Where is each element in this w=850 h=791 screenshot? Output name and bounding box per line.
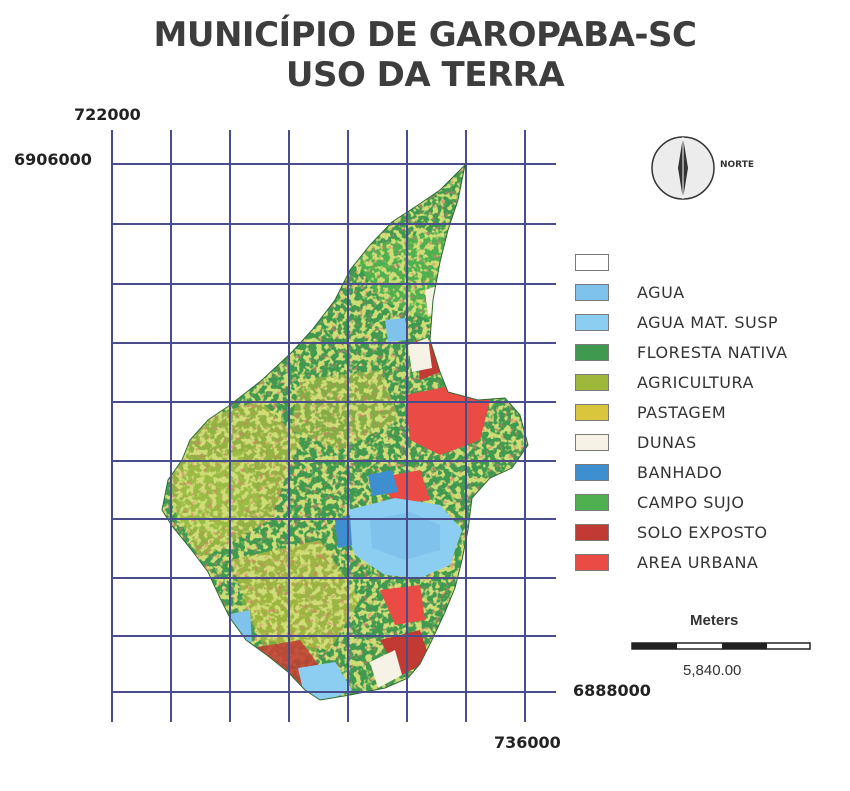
legend-swatch: [575, 404, 609, 421]
land-cover-layer: [162, 165, 528, 700]
bottom-northing-label: 6888000: [573, 681, 651, 700]
scale-bar-icon: [631, 642, 811, 650]
legend-swatch: [575, 434, 609, 451]
legend-label: CAMPO SUJO: [637, 493, 745, 512]
municipality-boundary: [161, 163, 529, 701]
legend-swatch: [575, 554, 609, 571]
legend-swatch: [575, 284, 609, 301]
legend-label: AREA URBANA: [637, 553, 759, 572]
top-easting-label: 722000: [74, 105, 141, 124]
legend-label: AGUA: [637, 283, 685, 302]
legend-label: BANHADO: [637, 463, 723, 482]
legend-label: DUNAS: [637, 433, 697, 452]
legend-swatch: [575, 524, 609, 541]
legend-label: PASTAGEM: [637, 403, 727, 422]
legend-label: AGRICULTURA: [637, 373, 754, 392]
top-northing-label: 6906000: [14, 150, 92, 169]
coordinate-grid: [111, 130, 556, 722]
legend-swatch: [575, 344, 609, 361]
legend-swatch: [575, 314, 609, 331]
legend-swatch: [575, 494, 609, 511]
scale-unit-label: Meters: [690, 612, 739, 629]
map-title-line2: USO DA TERRA: [285, 55, 565, 95]
bottom-easting-label: 736000: [494, 733, 561, 752]
north-label: NORTE: [720, 160, 754, 170]
north-arrow-icon: [651, 136, 715, 200]
legend-label: AGUA MAT. SUSP: [637, 313, 779, 332]
legend-label: SOLO EXPOSTO: [637, 523, 768, 542]
map-title-line1: MUNICÍPIO DE GAROPABA-SC: [153, 15, 697, 55]
legend-swatch: [575, 464, 609, 481]
legend-swatch: [575, 374, 609, 391]
legend-label: FLORESTA NATIVA: [637, 343, 788, 362]
scale-value-label: 5,840.00: [683, 662, 742, 679]
legend-swatch: [575, 254, 609, 271]
